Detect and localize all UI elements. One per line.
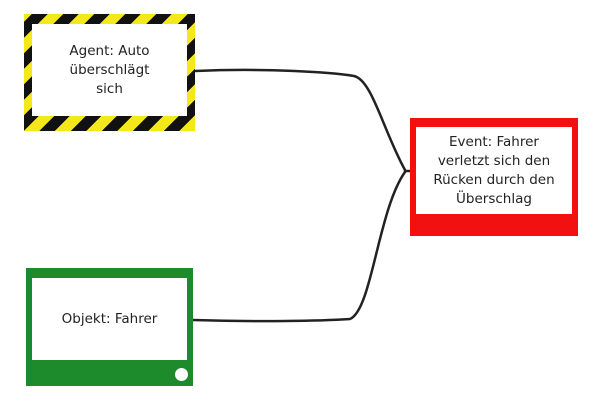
agent-node-label: Agent: Auto überschlägt sich	[69, 42, 150, 97]
edge-object-to-event	[191, 170, 407, 323]
object-node[interactable]: Objekt: Fahrer	[26, 268, 193, 386]
object-node-body: Objekt: Fahrer	[32, 278, 187, 360]
agent-node[interactable]: Agent: Auto überschlägt sich	[24, 14, 195, 131]
status-dot-icon	[175, 368, 188, 381]
event-node-label: Event: Fahrer verletzt sich den Rücken d…	[433, 133, 555, 207]
object-node-label: Objekt: Fahrer	[61, 310, 158, 327]
event-node-body: Event: Fahrer verletzt sich den Rücken d…	[416, 127, 572, 214]
event-node[interactable]: Event: Fahrer verletzt sich den Rücken d…	[410, 118, 578, 236]
edge-agent-to-event	[193, 68, 407, 172]
agent-node-body: Agent: Auto überschlägt sich	[32, 24, 187, 116]
